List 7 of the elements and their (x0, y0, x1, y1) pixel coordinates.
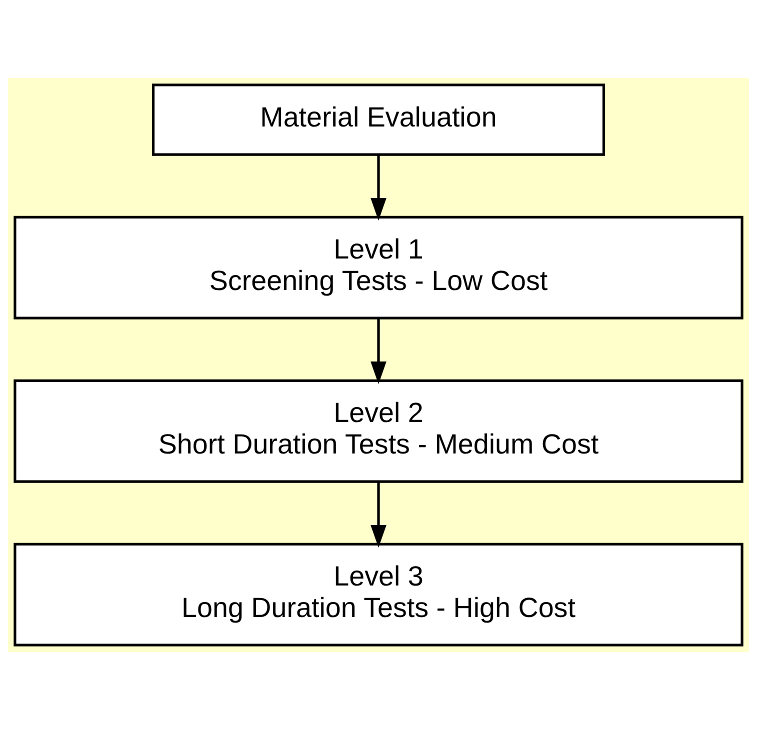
arrow (370, 154, 386, 220)
node-box: Material Evaluation (152, 83, 606, 156)
node-box: Level 1 Screening Tests - Low Cost (14, 215, 744, 319)
node-box: Level 3 Long Duration Tests - High Cost (14, 542, 744, 646)
arrow (370, 481, 386, 548)
node-box: Level 2 Short Duration Tests - Medium Cost (14, 378, 744, 482)
arrow (370, 318, 386, 384)
